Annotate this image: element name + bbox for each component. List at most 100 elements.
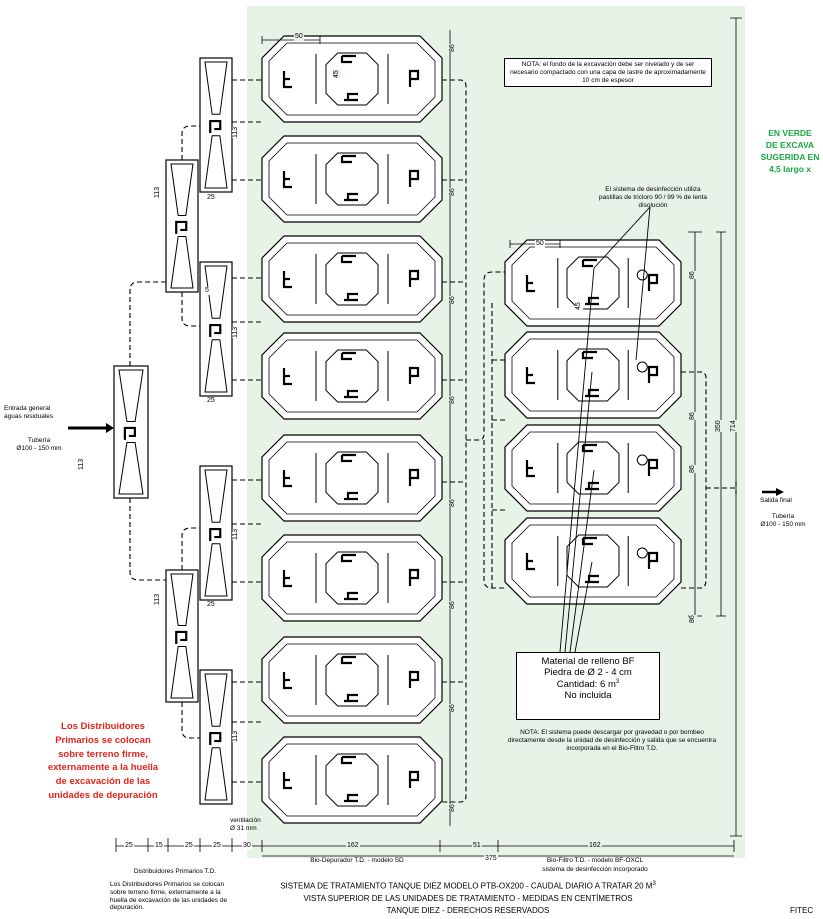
dim-5: 5 — [204, 287, 210, 295]
central-chamber — [325, 252, 379, 306]
bottom-fitting — [344, 793, 358, 803]
tank-inner — [268, 441, 436, 515]
tank-inner — [268, 142, 436, 216]
leader-fill-3 — [569, 469, 595, 653]
central-chamber — [566, 256, 620, 310]
distributor-cone-top — [170, 163, 194, 216]
top-fitting — [581, 350, 597, 360]
note-bottom: NOTA: El sistema puede descargar por gra… — [507, 729, 717, 752]
distributor-upper-2 — [199, 261, 233, 397]
dim-50-a: 50 — [294, 33, 304, 41]
fill-material-note: No incluida — [564, 690, 612, 702]
distributor-fitting — [209, 119, 222, 134]
dim-86-12: 86 — [689, 615, 697, 623]
central-chamber — [325, 451, 379, 505]
disinfection-chamber — [636, 361, 648, 373]
dim-15-bottom: 15 — [154, 842, 164, 850]
inlet-fitting — [525, 367, 535, 385]
top-fitting — [340, 553, 356, 563]
dim-714: 714 — [730, 420, 738, 432]
distributor-fitting — [209, 323, 222, 338]
tank-outline — [261, 235, 443, 323]
pipe-left-3 — [181, 125, 200, 160]
central-chamber — [325, 551, 379, 605]
inlet-fitting — [525, 553, 535, 571]
dim-113-b: 113 — [154, 186, 162, 198]
dist-title: Distribuidores Primarios T.D. — [133, 868, 217, 875]
tank-inner — [268, 541, 436, 615]
top-fitting — [340, 54, 356, 64]
outlet-fitting — [408, 169, 420, 187]
biodepurator-unit-5 — [261, 434, 443, 522]
outlet-fitting — [408, 670, 420, 688]
inlet-fitting — [525, 460, 535, 478]
top-fitting — [340, 453, 356, 463]
dim-86-9: 86 — [689, 271, 697, 279]
biofilter-feed-pipe — [466, 271, 505, 441]
distributor-box — [199, 57, 233, 193]
central-chamber — [566, 534, 620, 588]
fill-material-qty: Cantidad: 6 m3 — [519, 679, 657, 691]
distributor-lower-2 — [199, 669, 233, 805]
main-title-line2: VISTA SUPERIOR DE LAS UNIDADES DE TRATAM… — [303, 894, 633, 903]
outlet-collector — [681, 371, 707, 589]
dim-86-2: 86 — [449, 188, 457, 196]
distributor-cone-top — [204, 673, 228, 727]
fill-material-qty-text: Cantidad: 6 m — [556, 678, 616, 690]
tank-outline — [261, 736, 443, 824]
bottom-fitting — [585, 388, 599, 398]
dim-86-11: 86 — [689, 465, 697, 473]
pipe-left-5 — [181, 527, 200, 570]
distributor-box — [165, 159, 199, 293]
dim-25-b: 25 — [206, 397, 216, 405]
inlet-fitting — [525, 275, 535, 293]
distributor-fitting — [209, 731, 222, 746]
dim-86-4: 86 — [449, 396, 457, 404]
central-chamber — [566, 441, 620, 495]
bottom-fitting — [344, 292, 358, 302]
top-fitting — [581, 258, 597, 268]
distributor-box — [113, 365, 149, 499]
dim-113-e: 113 — [232, 528, 240, 540]
biodepurator-unit-6 — [261, 534, 443, 622]
dim-25-bottom-b: 25 — [184, 842, 194, 850]
dim-30-bottom: 30 — [242, 842, 252, 850]
outlet-fitting — [408, 468, 420, 486]
dim-113-d: 113 — [78, 458, 86, 470]
distributor-lower-1 — [199, 465, 233, 601]
top-fitting — [340, 351, 356, 361]
outlet-fitting — [408, 269, 420, 287]
tank-inner — [511, 431, 675, 505]
dim-25-a: 25 — [206, 194, 216, 202]
outlet-fitting — [647, 273, 659, 291]
dim-25-bottom-a: 25 — [124, 842, 134, 850]
distributor-note-red: Los Distribuidores Primarios se colocan … — [47, 721, 159, 801]
tank-outline — [504, 424, 682, 512]
distributor-lower-mid — [165, 569, 199, 703]
disinfection-chamber — [636, 454, 648, 466]
tank-inner — [268, 743, 436, 817]
tank-outline — [261, 135, 443, 223]
main-title-sup: 3 — [652, 881, 656, 887]
distributor-box — [199, 669, 233, 805]
biofilter-unit-4 — [504, 517, 682, 605]
leader-fill-4 — [574, 561, 593, 653]
collector-pipe — [442, 79, 467, 803]
distributor-main — [113, 365, 149, 499]
leader-fill-2 — [564, 371, 593, 653]
biodepurator-unit-4 — [261, 332, 443, 420]
biofiltro-sublabel: sistema de desinfección incorporado — [542, 866, 648, 873]
dim-86-6: 86 — [449, 601, 457, 609]
top-fitting — [340, 655, 356, 665]
outlet-fitting — [647, 365, 659, 383]
outlet-fitting — [408, 69, 420, 87]
dim-51: 51 — [472, 842, 482, 850]
central-chamber — [566, 348, 620, 402]
dim-86-10: 86 — [689, 412, 697, 420]
inlet-fitting — [282, 171, 292, 189]
distributor-cone-bottom — [204, 543, 228, 597]
leader-fill-1 — [559, 267, 595, 653]
inlet-fitting — [282, 271, 292, 289]
main-title-text: SISTEMA DE TRATAMIENTO TANQUE DIEZ MODEL… — [280, 881, 653, 891]
